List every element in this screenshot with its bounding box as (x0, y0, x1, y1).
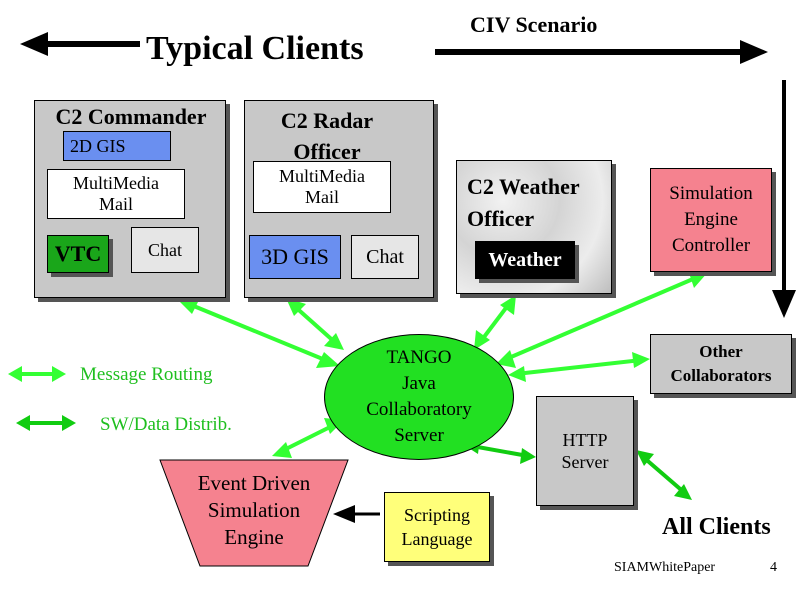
message-routing-arrow-weather (474, 295, 516, 350)
footer-page-number: 4 (770, 560, 777, 575)
simulation-engine-controller[interactable]: Simulation Engine Controller (650, 168, 772, 272)
c2-weather-officer-panel[interactable]: C2 Weather Officer Weather (456, 160, 612, 294)
footer-doc-name: SIAMWhitePaper (614, 560, 716, 575)
scripting-language[interactable]: Scripting Language (384, 492, 490, 562)
2d-gis-tool[interactable]: 2D GIS (63, 131, 171, 161)
event-engine-shape (159, 459, 349, 567)
legend-sw-data-arrow (16, 415, 76, 431)
message-routing-arrow-other (508, 352, 650, 382)
all-clients-label: All Clients (662, 514, 771, 540)
typical-clients-arrow (20, 32, 140, 56)
chat-tool[interactable]: Chat (351, 235, 419, 279)
message-routing-arrow-commander (176, 298, 340, 368)
civ-scenario-arrow (435, 40, 796, 318)
scripting-to-engine-arrow (333, 505, 380, 523)
legend-message-routing-arrow (8, 366, 66, 382)
c2-commander-panel[interactable]: C2 Commander 2D GIS MultiMedia Mail VTC … (34, 100, 226, 298)
multimedia-mail-tool[interactable]: MultiMedia Mail (253, 161, 391, 213)
http-server[interactable]: HTTP Server (536, 396, 634, 506)
c2-weather-officer-title: C2 Weather Officer (467, 174, 580, 231)
c2-radar-officer-panel[interactable]: C2 Radar Officer MultiMedia Mail 3D GIS … (244, 100, 434, 298)
c2-radar-officer-title: C2 Radar Officer (280, 108, 374, 164)
3d-gis-tool[interactable]: 3D GIS (249, 235, 341, 279)
civ-scenario-heading: CIV Scenario (470, 12, 598, 37)
vtc-tool[interactable]: VTC (47, 235, 109, 273)
weather-tool[interactable]: Weather (475, 241, 575, 279)
message-routing-arrow-sim-controller (496, 270, 708, 368)
c2-commander-title: C2 Commander (55, 104, 207, 129)
legend-message-routing-label: Message Routing (80, 364, 213, 385)
message-routing-arrow-radar (286, 298, 344, 350)
other-collaborators[interactable]: Other Collaborators (650, 334, 792, 394)
typical-clients-heading: Typical Clients (146, 30, 364, 67)
event-driven-simulation-engine[interactable]: Event Driven Simulation Engine (197, 470, 311, 549)
tango-collaboratory-server[interactable]: TANGO Java Collaboratory Server (324, 334, 514, 460)
legend-sw-data-label: SW/Data Distrib. (100, 414, 232, 435)
multimedia-mail-tool[interactable]: MultiMedia Mail (47, 169, 185, 219)
chat-tool[interactable]: Chat (131, 227, 199, 273)
sw-data-arrow-all-clients (636, 450, 692, 500)
